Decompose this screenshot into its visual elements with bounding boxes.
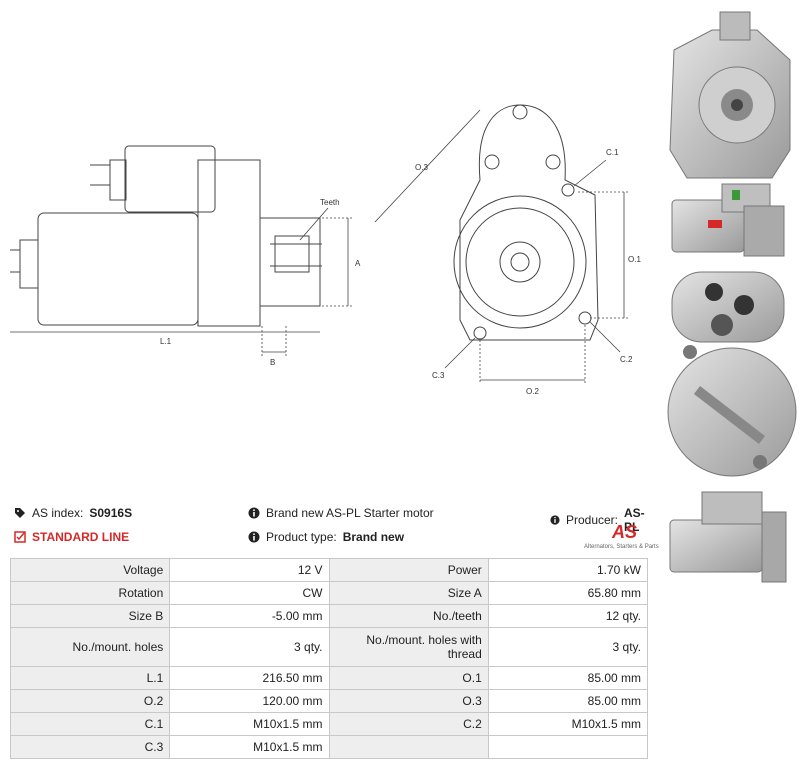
spec-value: [487, 735, 649, 759]
spec-label: C.3: [9, 735, 171, 759]
product-description: Brand new AS-PL Starter motor: [266, 506, 434, 520]
checkbox-checked-icon: [14, 531, 26, 543]
spec-value: 1.70 kW: [487, 558, 649, 582]
label-o1: O.1: [628, 255, 641, 264]
brand-logo: AS Alternators, Starters & Parts: [584, 522, 664, 556]
spec-label: O.2: [9, 689, 171, 713]
spec-value: 3 qty.: [487, 627, 649, 667]
spec-value: 12 V: [169, 558, 330, 582]
product-type-value: Brand new: [342, 530, 405, 544]
as-index-row: AS index: S0916S: [14, 506, 132, 520]
technical-drawing: Teeth A B L.1 O.3 C.1 O.1 C.2 C.3 O.2: [10, 104, 641, 396]
label-c1: C.1: [606, 148, 619, 157]
spec-label: O.3: [328, 689, 489, 713]
label-o3: O.3: [415, 163, 428, 172]
spec-label: O.1: [328, 666, 489, 690]
spec-value: 120.00 mm: [169, 689, 330, 713]
spec-value: -5.00 mm: [169, 604, 330, 628]
spec-value: CW: [169, 581, 330, 605]
logo-mark: AS: [612, 522, 638, 542]
spec-label: C.2: [328, 712, 489, 736]
as-index-label: AS index:: [32, 506, 84, 520]
label-o2: O.2: [526, 387, 539, 396]
photo-full-view: [669, 491, 787, 583]
spec-label: C.1: [9, 712, 171, 736]
producer-row: Producer: AS-PL: [550, 506, 654, 534]
photo-terminal-view: [671, 271, 785, 343]
spec-label: No./mount. holes with thread: [328, 627, 489, 667]
spec-value: 85.00 mm: [487, 666, 649, 690]
label-teeth: Teeth: [320, 198, 340, 207]
spec-label: Size B: [9, 604, 171, 628]
spec-value: 65.80 mm: [487, 581, 649, 605]
spec-value: 85.00 mm: [487, 689, 649, 713]
spec-label: Rotation: [9, 581, 171, 605]
photo-side-view: [671, 183, 785, 257]
standard-line-row: STANDARD LINE: [14, 530, 129, 544]
description-row: Brand new AS-PL Starter motor: [248, 506, 434, 520]
product-info: AS index: S0916S STANDARD LINE Brand new…: [14, 500, 659, 560]
logo-tagline: Alternators, Starters & Parts: [584, 544, 659, 550]
producer-label: Producer:: [565, 513, 619, 527]
spec-label: No./mount. holes: [9, 627, 171, 667]
info-icon: [248, 507, 260, 519]
spec-label: Voltage: [9, 558, 171, 582]
label-c3: C.3: [432, 371, 445, 380]
spec-value: 12 qty.: [487, 604, 649, 628]
spec-value: 216.50 mm: [169, 666, 330, 690]
label-l1: L.1: [160, 337, 172, 346]
spec-label: Size A: [328, 581, 489, 605]
spec-value: M10x1.5 mm: [169, 712, 330, 736]
info-icon: [248, 531, 260, 543]
spec-value: 3 qty.: [169, 627, 330, 667]
spec-label: [328, 735, 489, 759]
spec-label: L.1: [9, 666, 171, 690]
spec-value: M10x1.5 mm: [487, 712, 649, 736]
photo-rear-view: [667, 345, 797, 477]
spec-value: M10x1.5 mm: [169, 735, 330, 759]
spec-label: Power: [328, 558, 489, 582]
standard-line-label: STANDARD LINE: [32, 530, 130, 544]
product-photos: [667, 11, 797, 583]
label-c2: C.2: [620, 355, 633, 364]
producer-value: AS-PL: [624, 506, 645, 534]
product-type-row: Product type: Brand new: [248, 530, 404, 544]
label-a: A: [355, 259, 361, 268]
product-type-label: Product type:: [266, 530, 337, 544]
label-b: B: [270, 358, 275, 367]
tag-icon: [15, 508, 25, 518]
as-index-value: S0916S: [89, 506, 133, 520]
info-icon: [550, 515, 560, 525]
spec-label: No./teeth: [328, 604, 489, 628]
photo-front-view: [669, 11, 791, 179]
